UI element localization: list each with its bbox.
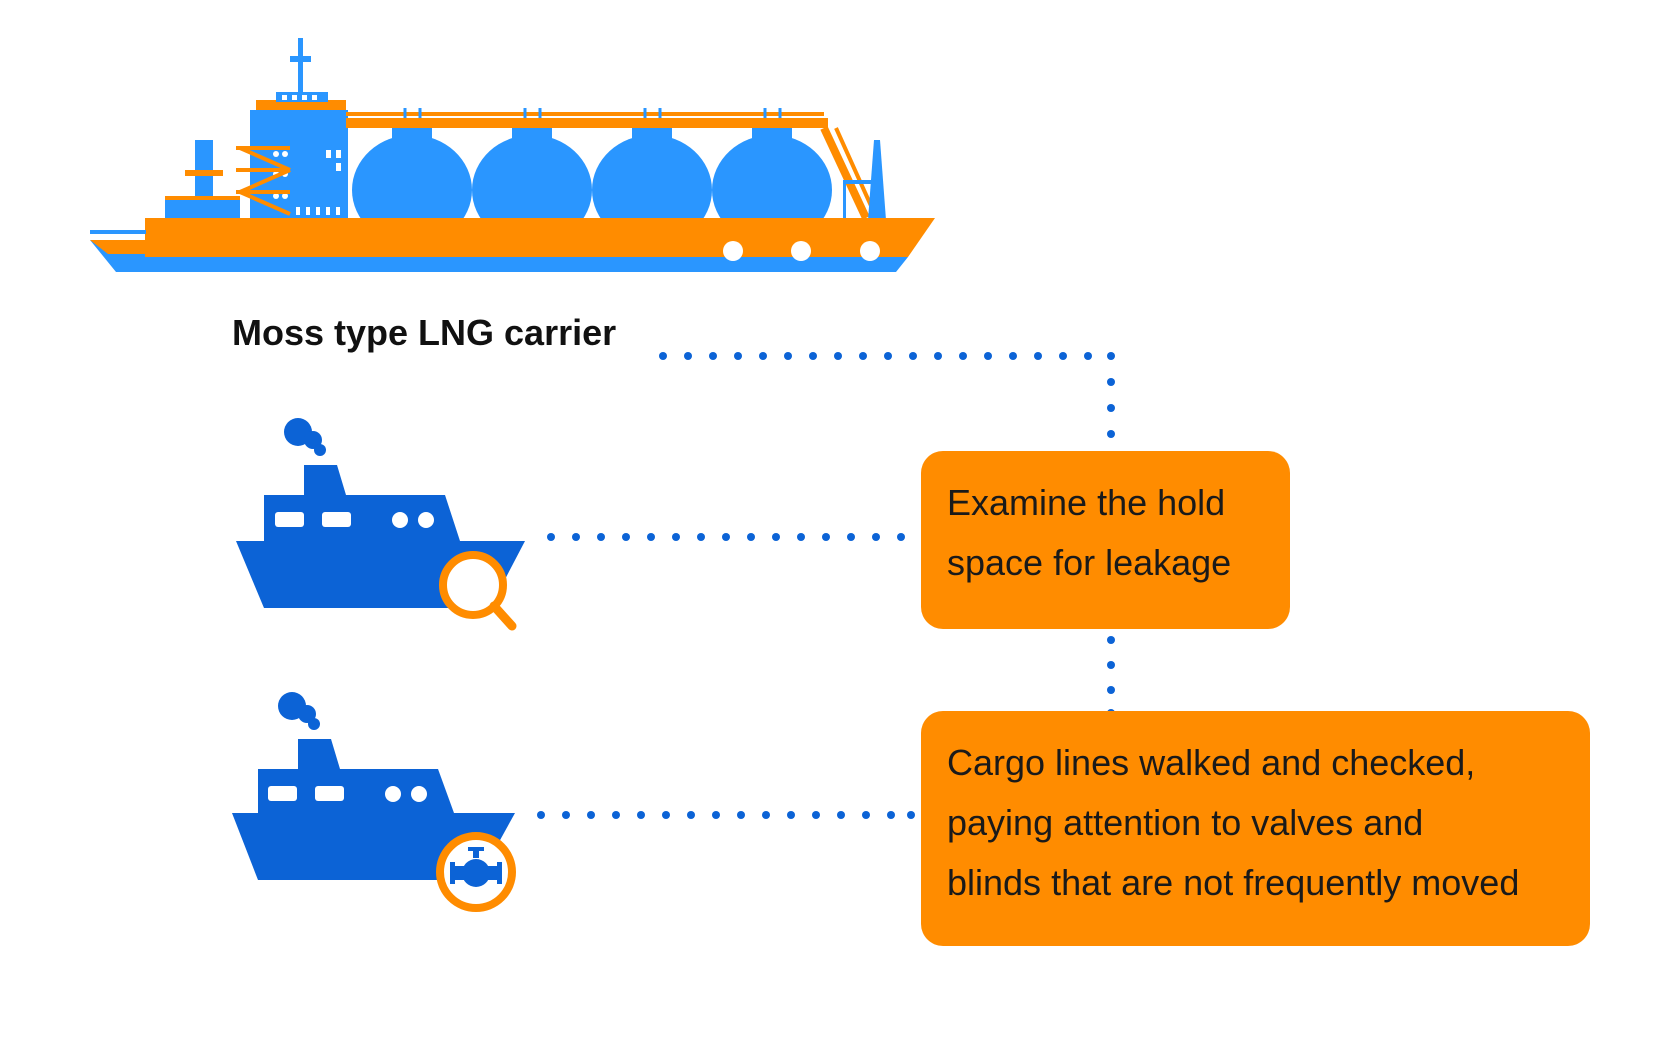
step-text-line: Examine the hold [947,482,1226,523]
step-box-cargo-lines: Cargo lines walked and checked, paying a… [921,711,1590,946]
lng-carrier-icon [90,38,935,272]
step-text-line: blinds that are not frequently moved [947,862,1520,903]
step-text-line: paying attention to valves and [947,802,1424,843]
step-box-hold-inspection: Examine the hold space for leakage [921,451,1290,629]
connector-title-to-step1 [659,352,1115,438]
ship-with-valve-icon [232,692,516,912]
connector-lines [537,352,1115,819]
ship-with-magnifier-icon [236,418,525,631]
step-text-line: Cargo lines walked and checked, [947,742,1476,783]
connector-ship1-to-step1 [547,533,905,541]
step-text-line: space for leakage [947,542,1232,583]
diagram-title: Moss type LNG carrier [232,312,617,353]
connector-step1-to-step2 [1107,636,1115,717]
connector-ship2-to-step2 [537,811,915,819]
